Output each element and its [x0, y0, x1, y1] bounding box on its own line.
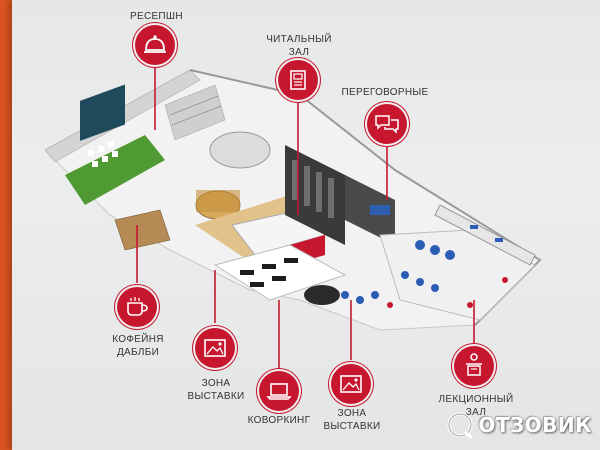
otzovik-watermark: ОТЗОВИК [446, 410, 592, 440]
coffee-cup-icon [127, 297, 148, 316]
exhibit2-label: ЗОНА ВЫСТАВКИ [322, 407, 382, 433]
picture-icon [204, 339, 226, 357]
exhibit1-line2: ВЫСТАВКИ [187, 391, 245, 402]
lecture-line2: ЗАЛ [465, 407, 487, 418]
lecture-hall-pin [454, 346, 494, 386]
reading-hall-line2: ЗАЛ [288, 47, 310, 58]
book-icon [290, 70, 306, 90]
exhibit2-line1: ЗОНА [337, 408, 367, 419]
lecture-line1: ЛЕКЦИОННЫЙ [438, 394, 514, 405]
exhibition-round [304, 285, 340, 305]
otzovik-logo-icon [447, 412, 473, 439]
otzovik-watermark-text: ОТЗОВИК [478, 413, 592, 437]
coworking-label: КОВОРКИНГ [247, 415, 311, 426]
laptop-icon [266, 383, 292, 400]
reading-hall-label: ЧИТАЛЬНЫЙ ЗАЛ [262, 33, 336, 59]
coffee-label: КОФЕЙНЯ ДАБЛБИ [108, 333, 168, 359]
reception-label: РЕСЕПШН [130, 11, 183, 22]
reception-pod [209, 131, 271, 169]
chat-icon [375, 115, 399, 134]
coffee-counter [114, 209, 171, 251]
meeting-rooms-pin [367, 104, 407, 144]
picture-icon [340, 375, 362, 393]
exhibit2-line2: ВЫСТАВКИ [323, 421, 381, 432]
coworking-pin [259, 371, 299, 411]
coffee-line2: ДАБЛБИ [116, 347, 160, 358]
lecture-hall-label: ЛЕКЦИОННЫЙ ЗАЛ [436, 393, 516, 419]
coworking-floor [213, 244, 347, 301]
exhibit2-pin [331, 364, 371, 404]
exhibit1-pin [195, 328, 235, 368]
dark-wall-panel [80, 84, 125, 141]
reading-hall-line1: ЧИТАЛЬНЫЙ [266, 34, 332, 45]
central-block [285, 145, 345, 245]
coffee-pin [117, 287, 157, 327]
reception-shelves [164, 84, 226, 141]
exhibit1-label: ЗОНА ВЫСТАВКИ [186, 377, 246, 403]
podium-speaker-icon [466, 353, 482, 376]
reception-pin [135, 25, 175, 65]
lecture-wall [434, 204, 536, 266]
exhibit1-line1: ЗОНА [201, 378, 231, 389]
reception-bell-icon [144, 35, 166, 53]
coffee-line1: КОФЕЙНЯ [112, 334, 164, 345]
green-zone [65, 135, 165, 205]
lecture-hall-floor [379, 229, 536, 321]
meeting-rooms-label: ПЕРЕГОВОРНЫЕ [341, 87, 429, 98]
tile-grid [88, 141, 118, 167]
reading-hall-pin [278, 60, 318, 100]
